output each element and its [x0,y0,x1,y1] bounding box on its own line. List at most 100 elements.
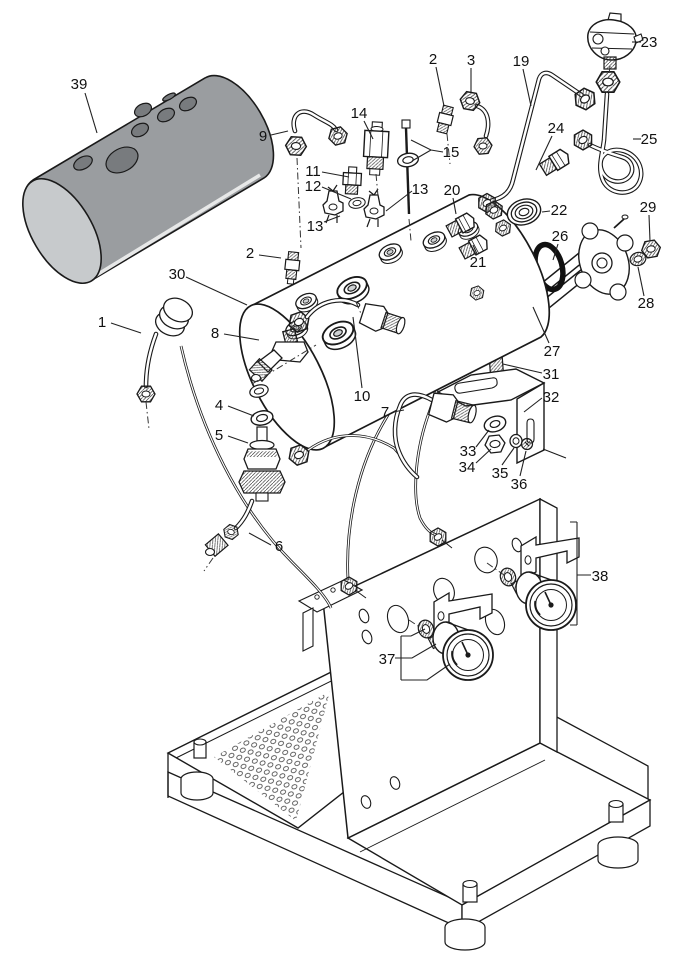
pipe-10 [285,298,406,335]
callout-leader-13 [323,215,341,223]
pressurestat-23 [587,12,644,61]
callout-leader-15 [410,139,444,162]
callout-leader-11 [321,171,350,178]
callout-leader-38 [570,521,591,626]
callout-label-21: 21 [470,254,487,271]
callout-label-1: 1 [98,314,106,331]
dipstick-15 [395,119,421,215]
callout-leader-2 [258,254,282,259]
callout-label-13: 13 [307,218,324,235]
level-probe [322,184,344,224]
callout-label-11: 11 [305,163,321,180]
callout-leader-31 [502,363,543,374]
callout-label-8: 8 [211,325,219,342]
callout-leader-7 [392,409,405,413]
elbow-fitting-8 [247,327,309,400]
callout-leader-5 [227,435,249,444]
callout-label-36: 36 [511,476,528,493]
callout-label-19: 19 [513,53,530,70]
valve-14 [362,121,390,176]
coiled-capillary-22 [506,198,542,226]
callout-leader-20 [452,197,457,215]
callout-leader-2 [435,66,445,107]
fitting-2-top [436,104,454,135]
callout-label-29: 29 [640,199,657,216]
callout-leader-26 [552,243,559,261]
mount-tab [302,607,314,652]
valve-5 [238,426,286,502]
callout-label-32: 32 [543,389,560,406]
callout-leader-19 [522,68,532,107]
jacket-holes [73,92,198,174]
callout-label-2: 2 [429,51,437,68]
small-washer [509,433,523,449]
callout-label-34: 34 [459,459,476,476]
element-washer [629,251,647,267]
callout-leader-36 [519,450,527,477]
callout-leader-9 [270,130,289,136]
callout-leader-12 [321,186,352,200]
callout-leader-27 [532,306,550,344]
callout-leader-32 [523,397,543,413]
callout-label-37: 37 [379,651,396,668]
callout-label-30: 30 [169,266,186,283]
callout-label-4: 4 [215,397,223,414]
callout-label-24: 24 [548,120,565,137]
alignment-lines [145,65,611,629]
level-probe [363,188,385,228]
callout-leader-6 [248,532,272,546]
callout-label-38: 38 [592,568,609,585]
callout-label-5: 5 [215,427,223,444]
callout-label-26: 26 [552,228,569,245]
feet [180,738,639,951]
callout-label-39: 39 [71,76,88,93]
callout-leader-14 [363,120,374,140]
coiled-tube-1 [136,297,194,403]
callout-leader-10 [352,316,363,389]
callout-leader-24 [535,135,553,171]
fitting-2-boiler [284,250,301,285]
callout-label-28: 28 [638,295,655,312]
hex-nut [484,434,506,454]
valve-11 [342,166,363,195]
callout-leader-13 [385,190,413,212]
callout-leader-29 [648,214,651,242]
callout-leader-21 [472,244,478,255]
pressure-gauge-38-assembly [499,536,580,632]
callout-label-25: 25 [641,131,658,148]
pipe-9 [284,109,350,157]
coiled-pipe-25 [569,91,644,195]
pipe-19 [474,70,600,216]
callout-leader-4 [227,405,255,417]
callout-label-2: 2 [246,245,254,262]
callout-label-15: 15 [443,144,460,161]
callout-label-22: 22 [551,202,568,219]
perforated-plate [214,691,330,821]
callout-label-6: 6 [275,538,283,555]
insulating-jacket [22,74,275,285]
screw [520,437,534,451]
callout-leader-1 [110,322,142,334]
callout-label-31: 31 [543,366,560,383]
callout-leader-39 [84,92,98,134]
callout-leader-22 [541,210,551,213]
callout-label-27: 27 [544,343,561,360]
pipe-6 [204,498,255,558]
callout-leader-30 [185,276,248,306]
callout-label-23: 23 [641,34,658,51]
callout-label-35: 35 [492,465,509,482]
callout-label-14: 14 [351,105,368,122]
callout-label-20: 20 [444,182,461,199]
callout-leader-28 [637,266,645,297]
nut-under-23 [595,71,621,93]
callout-label-7: 7 [381,404,389,421]
callout-leader-34 [475,448,492,464]
callout-label-3: 3 [467,52,475,69]
callout-label-13: 13 [412,181,429,198]
callout-label-10: 10 [354,388,371,405]
callout-label-12: 12 [305,178,322,195]
pipe-3 [458,90,494,156]
